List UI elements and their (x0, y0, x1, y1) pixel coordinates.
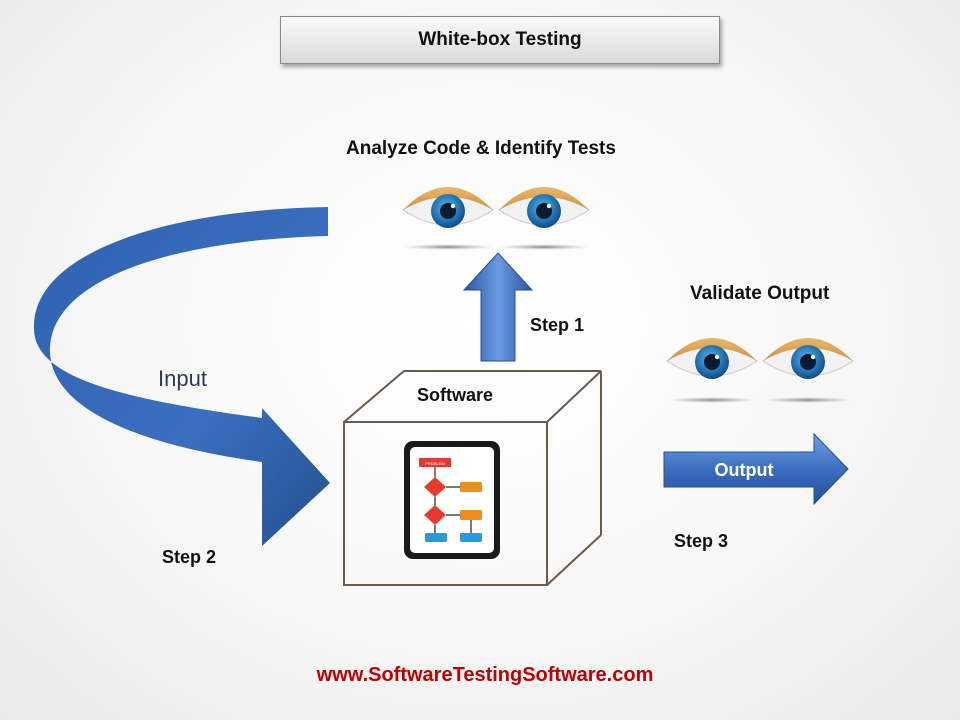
analyze-heading: Analyze Code & Identify Tests (346, 138, 616, 159)
flow-process-2 (460, 510, 482, 520)
diagram-title: White-box Testing (418, 29, 582, 50)
step2-label: Step 2 (162, 547, 217, 567)
step1-label: Step 1 (530, 315, 585, 335)
output-label: Output (714, 459, 774, 480)
footer-url[interactable]: www.SoftwareTestingSoftware.com (316, 664, 654, 686)
flow-end-2 (460, 533, 482, 542)
validate-eyes-icon (666, 338, 854, 403)
flow-decision-2 (424, 505, 446, 525)
flow-start-block (419, 458, 451, 467)
step1-up-arrow (462, 252, 534, 362)
step3-label: Step 3 (674, 531, 729, 551)
diagram-title-box: White-box Testing (280, 16, 720, 64)
flowchart-tablet-icon: PROBLEM (404, 441, 500, 559)
input-label: Input (158, 366, 207, 391)
software-label: Software (417, 385, 494, 405)
eye-icon (402, 187, 494, 228)
analyze-eyes-icon (402, 187, 590, 250)
eye-icon (666, 338, 758, 379)
flow-end-1 (425, 533, 447, 542)
software-cube (343, 370, 602, 586)
flow-process-1 (460, 482, 482, 492)
output-arrow[interactable] (663, 432, 849, 506)
eye-icon (498, 187, 590, 228)
flow-decision-1 (424, 477, 446, 497)
eye-icon (762, 338, 854, 379)
validate-heading: Validate Output (690, 283, 830, 304)
flow-start-label: PROBLEM (425, 461, 445, 466)
